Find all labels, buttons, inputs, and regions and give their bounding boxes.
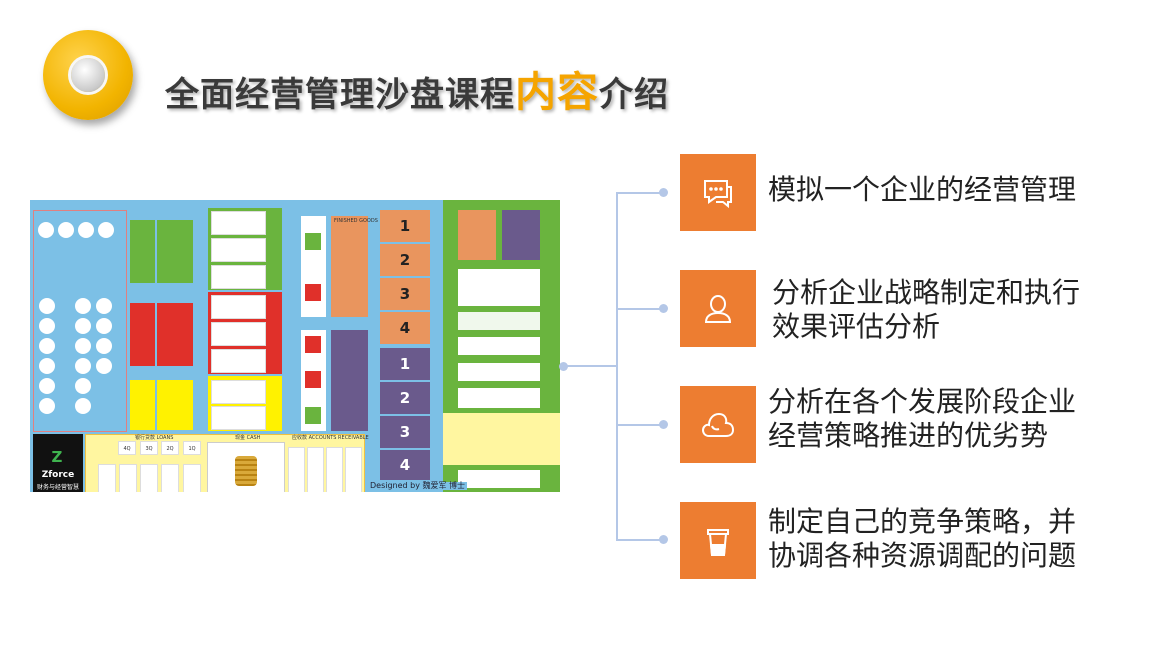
connector-line bbox=[563, 365, 618, 367]
quarter-cell: 2Q bbox=[161, 441, 179, 455]
cash-label: 现金 CASH bbox=[235, 435, 261, 441]
stack-number: 2 bbox=[380, 382, 430, 414]
feature-text: 分析在各个发展阶段企业经营策略推进的优劣势 bbox=[768, 385, 1077, 452]
stack-number: 1 bbox=[380, 210, 430, 242]
sandbox-board-image: FINISHED GOODS 1 2 3 4 1 2 3 4 Designed … bbox=[30, 200, 560, 492]
chat-icon bbox=[704, 179, 732, 208]
stack-number: 3 bbox=[380, 278, 430, 310]
stack-number: 4 bbox=[380, 450, 430, 480]
user-icon bbox=[704, 294, 732, 323]
connector-line bbox=[616, 192, 618, 540]
brand-tagline: 财务与经营智慧 bbox=[36, 484, 79, 491]
receivable-label: 应收款 ACCOUNTS RECEIVABLE bbox=[292, 435, 369, 441]
quarter-cell: 4Q bbox=[118, 441, 136, 455]
loans-label: 银行贷款 LOANS bbox=[135, 435, 174, 441]
designed-by: Designed by 魏爱军 博士 bbox=[368, 481, 468, 490]
feature-text: 模拟一个企业的经营管理 bbox=[768, 173, 1077, 206]
feature-text: 制定自己的竞争策略，并协调各种资源调配的问题 bbox=[768, 505, 1077, 572]
quarter-cell: 1Q bbox=[183, 441, 201, 455]
feature-icon-box bbox=[680, 154, 756, 231]
feature-text: 分析企业战略制定和执行效果评估分析 bbox=[772, 276, 1081, 343]
page-title: 全面经营管理沙盘课程内容介绍 bbox=[165, 68, 669, 116]
cloud-icon bbox=[701, 412, 735, 437]
stack-number: 1 bbox=[380, 348, 430, 380]
brand-name: Zforce bbox=[41, 470, 75, 480]
feature-icon-box bbox=[680, 270, 756, 347]
feature-icon-box bbox=[680, 386, 756, 463]
stack-number: 4 bbox=[380, 312, 430, 344]
stack-number: 2 bbox=[380, 244, 430, 276]
feature-icon-box bbox=[680, 502, 756, 579]
logo-badge bbox=[43, 30, 133, 120]
quarter-cell: 3Q bbox=[140, 441, 158, 455]
finished-goods-label: FINISHED GOODS bbox=[334, 218, 378, 224]
stack-number: 3 bbox=[380, 416, 430, 448]
cup-icon bbox=[707, 528, 729, 556]
